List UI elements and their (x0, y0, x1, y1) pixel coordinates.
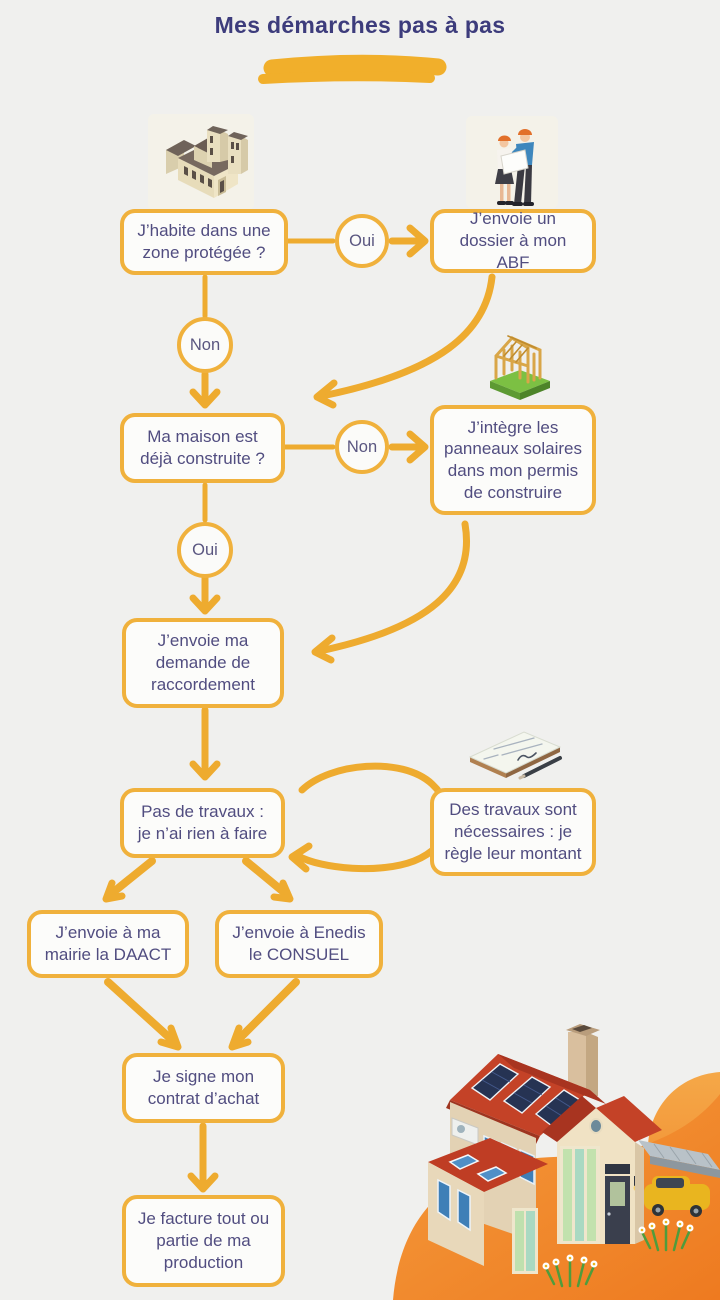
flow-node-label: Ma maison est déjà construite ? (140, 427, 265, 468)
flower-bush (544, 1258, 596, 1288)
decision-non-1: Non (177, 317, 233, 373)
flow-node-label: J’envoie à ma mairie la DAACT (44, 923, 172, 964)
flow-node-label: Des travaux sont nécessaires : je règle … (444, 800, 582, 863)
flow-node-consuel: J’envoie à Enedis le CONSUEL (215, 910, 383, 978)
decision-label: Oui (192, 540, 218, 559)
arrowhead (270, 879, 294, 903)
title-brush-underline (258, 54, 447, 84)
flow-node-label: J’envoie à Enedis le CONSUEL (232, 923, 366, 964)
flow-node-label: J’intègre les panneaux solaires dans mon… (444, 417, 582, 502)
flow-node-label: J’envoie ma demande de raccordement (151, 631, 255, 694)
connector-arrow (242, 857, 290, 898)
decision-non-2: Non (335, 420, 389, 474)
arrowhead (228, 1024, 252, 1051)
arrowhead (311, 634, 336, 664)
flow-node-permis-construire: J’intègre les panneaux solaires dans mon… (430, 405, 596, 515)
connector-arrow (104, 978, 176, 1044)
connector-arrow (234, 978, 300, 1044)
arrowhead (102, 879, 126, 903)
loop-connector (294, 762, 453, 873)
arrowhead (406, 224, 429, 258)
curved-connector (318, 273, 496, 400)
flow-node-demande-raccordement: J’envoie ma demande de raccordement (122, 618, 284, 708)
decision-label: Oui (349, 231, 375, 250)
solar-house-illustration (428, 1024, 720, 1288)
arrowhead (288, 842, 313, 873)
flow-node-travaux-necessaires: Des travaux sont nécessaires : je règle … (430, 788, 596, 876)
decision-label: Non (346, 437, 378, 456)
curved-connector (316, 520, 470, 655)
flower-bush (640, 1222, 692, 1252)
checkbook-pen-icon (468, 731, 562, 780)
connector-arrow (107, 857, 156, 898)
decision-label: Non (189, 335, 221, 354)
flow-node-maison-construite: Ma maison est déjà construite ? (120, 413, 285, 483)
arrowhead (313, 379, 338, 409)
flow-node-facture-production: Je facture tout ou partie de ma producti… (122, 1195, 285, 1287)
arrowhead (189, 760, 221, 781)
flow-node-daact: J’envoie à ma mairie la DAACT (27, 910, 189, 978)
decision-oui-1: Oui (335, 214, 389, 268)
flow-node-label: J’habite dans une zone protégée ? (137, 221, 271, 262)
flow-node-pas-de-travaux: Pas de travaux : je n’ai rien à faire (120, 788, 285, 858)
couple-architects-icon (495, 129, 534, 206)
decision-oui-2: Oui (177, 522, 233, 578)
flow-node-zone-protegee: J’habite dans une zone protégée ? (120, 209, 288, 275)
arrowhead (189, 594, 221, 615)
flow-node-label: J’envoie un dossier à mon ABF (459, 209, 567, 272)
flow-node-dossier-abf: J’envoie un dossier à mon ABF (430, 209, 596, 273)
flow-node-label: Pas de travaux : je n’ai rien à faire (137, 802, 268, 843)
flow-node-label: Je signe mon contrat d’achat (147, 1067, 260, 1108)
arrowhead (189, 388, 221, 409)
flow-node-contrat-achat: Je signe mon contrat d’achat (122, 1053, 285, 1123)
flow-node-label: Je facture tout ou partie de ma producti… (137, 1209, 270, 1272)
arrowhead (406, 430, 429, 464)
arrowhead (157, 1024, 182, 1051)
house-frame-construction-icon (490, 335, 550, 400)
cathedral-icon (166, 126, 248, 198)
arrowhead (187, 1172, 219, 1193)
page-title: Mes démarches pas à pas (214, 12, 506, 38)
